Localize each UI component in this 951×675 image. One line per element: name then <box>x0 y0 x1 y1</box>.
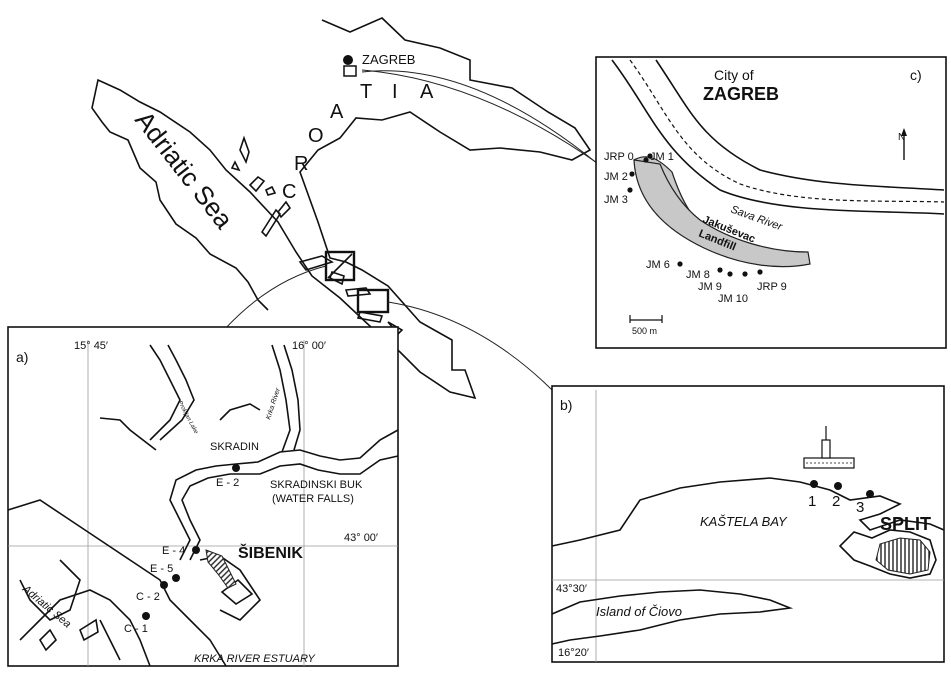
north-label: N <box>898 132 905 143</box>
zagreb-locator-box <box>343 65 357 77</box>
station-label: 3 <box>856 499 864 516</box>
zagreb-dot <box>343 55 353 65</box>
station-label: JRP 0 <box>604 151 634 163</box>
leader-line-c <box>361 69 601 166</box>
station-label: JRP 9 <box>757 281 787 293</box>
country-letter: A <box>420 81 434 103</box>
inset-a-stations: E - 2 E - 4 E - 5 C - 2 C - 1 <box>124 464 240 635</box>
station-label: JM 8 <box>686 269 710 281</box>
inset-b-frame <box>551 385 945 663</box>
country-letter: C <box>282 181 296 203</box>
city-label-line1: City of <box>714 67 754 83</box>
ciovo-island <box>551 589 794 645</box>
lon-label: 16° 00′ <box>292 340 326 352</box>
lat-label: 43°30′ <box>556 583 587 595</box>
leader-line-a <box>223 265 327 331</box>
inset-b-panel-label: b) <box>560 397 572 413</box>
skradin-label: SKRADIN <box>210 441 259 453</box>
zagreb-label: ZAGREB <box>362 52 415 67</box>
station-label: JM 6 <box>646 259 670 271</box>
inset-b: 1 2 3 b) KAŠTELA BAY SPLIT 43°30′ Island… <box>551 385 945 663</box>
split-label: SPLIT <box>880 514 931 534</box>
station-label: JM 9 <box>698 281 722 293</box>
station-label: E - 4 <box>162 545 185 557</box>
island-label: Island of Čiovo <box>596 604 682 619</box>
inset-a-caption: KRKA RIVER ESTUARY <box>194 653 315 665</box>
country-letter: R <box>294 153 308 175</box>
country-letter: T <box>360 81 372 103</box>
landmark-icon <box>803 426 855 469</box>
station-label: C - 2 <box>136 591 160 603</box>
croatia-outline <box>91 17 592 400</box>
station-label: JM 10 <box>718 293 748 305</box>
country-name: C R O A T I A <box>282 81 434 203</box>
sibenik-label: ŠIBENIK <box>238 543 303 562</box>
inset-c-stations: JRP 0 JM 1 JM 2 JM 3 JM 6 JM 8 JM 9 JM 1… <box>604 151 787 305</box>
inset-c-panel-label: c) <box>910 67 922 83</box>
lon-label: 16°20′ <box>558 647 589 659</box>
station-label: JM 1 <box>650 151 674 163</box>
lat-label: 43° 00′ <box>344 532 378 544</box>
station-label: JM 3 <box>604 194 628 206</box>
scale-label: 500 m <box>632 326 657 336</box>
country-letter: O <box>308 125 324 147</box>
station-label: JM 2 <box>604 171 628 183</box>
sea-label: Adriatic Sea <box>129 105 239 234</box>
station-label: 1 <box>808 493 816 510</box>
inset-b-stations: 1 2 3 <box>808 480 874 516</box>
split-locator-box <box>356 288 390 314</box>
islands <box>230 135 404 336</box>
scale-bar: 500 m <box>629 315 663 336</box>
inset-c: City of ZAGREB c) N Sava River Jakuševac… <box>595 56 947 349</box>
split-urban-area <box>875 537 931 575</box>
lon-label: 15° 45′ <box>74 340 108 352</box>
waterfalls-label-line1: SKRADINSKI BUK <box>270 479 363 491</box>
station-label: E - 5 <box>150 563 173 575</box>
inset-a-frame <box>7 326 399 667</box>
inset-a-panel-label: a) <box>16 349 28 365</box>
station-label: C - 1 <box>124 623 148 635</box>
station-label: 2 <box>832 493 840 510</box>
bay-label: KAŠTELA BAY <box>700 514 788 529</box>
station-label: E - 2 <box>216 477 239 489</box>
country-letter: A <box>330 101 344 123</box>
city-label-line2: ZAGREB <box>703 84 779 104</box>
waterfalls-label-line2: (WATER FALLS) <box>272 493 354 505</box>
country-letter: I <box>392 81 398 103</box>
inset-a: a) 15° 45′ 16° 00′ 43° 00′ SKRADIN SKRAD… <box>7 326 399 667</box>
sibenik-urban-area <box>205 549 237 589</box>
north-arrow-icon: N <box>898 128 907 160</box>
